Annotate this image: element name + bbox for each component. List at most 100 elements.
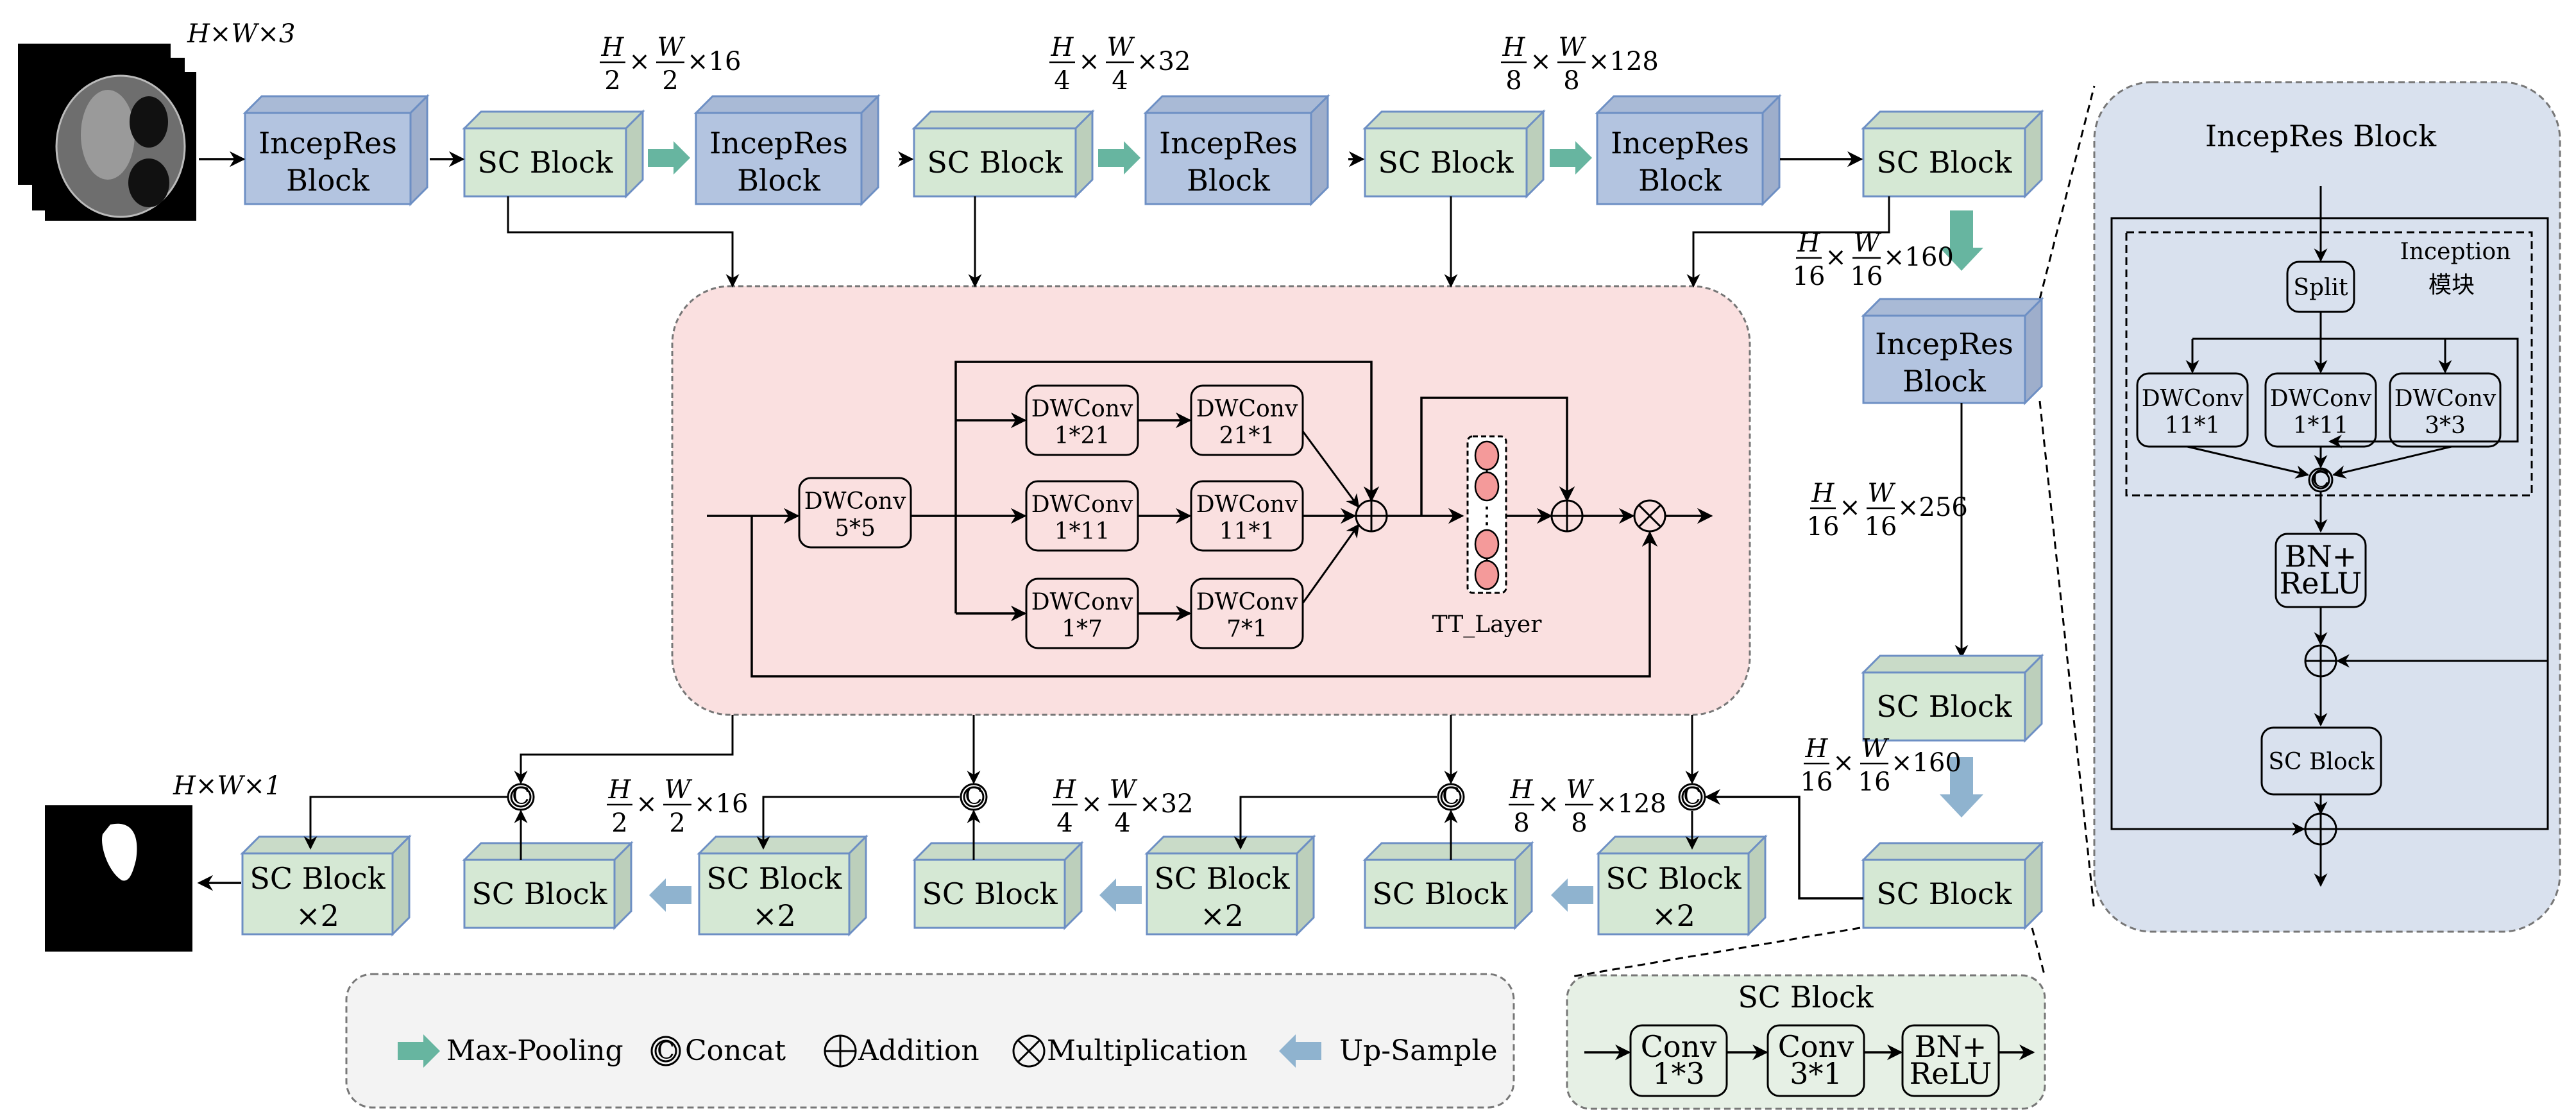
concat-circle-inner [510,786,532,808]
block-front-face [913,127,1077,198]
block-label-line2: ×2 [1652,898,1695,933]
tt-skip [1420,397,1575,516]
block-label-line2: Block [286,163,370,198]
upsample-arrow-4 [1551,878,1593,912]
bn-relu-box-label2: ReLU [2280,566,2362,601]
branch-1-conv-a-label2: 1*21 [1055,423,1110,449]
legend-maxpool-label: Max-Pooling [446,1034,623,1067]
dim-channels: ×160 [1883,243,1954,272]
encoder-block-8: SC Block [1861,109,2044,199]
inception-shortcut [2192,338,2519,449]
attention-module: DWConv5*5DWConv1*21DWConv21*1DWConv1*11D… [707,361,1713,678]
block-top-face [1861,110,2044,130]
concat-inner [2311,470,2330,490]
block-label: SC Block [922,877,1058,911]
block-top-face [1143,95,1330,114]
tt-node-3 [1474,529,1500,560]
block-front-face [1146,852,1298,936]
tt-dots: ⋮ [1475,502,1498,529]
block-top-face [697,835,869,855]
dim-denominator-h: 8 [1505,66,1521,96]
conv1-to-concat [2187,445,2310,479]
dim-denominator-w: 8 [1563,66,1579,96]
tt-node-1 [1474,440,1500,471]
block-front-face [698,852,851,936]
branch-3-conv-b-label2: 7*1 [1226,616,1267,642]
block-front-face [1862,127,2026,198]
block-label: SC Block [1876,689,2012,724]
mult-d2 [1017,1039,1041,1063]
dim-denominator-w: 16 [1865,512,1897,542]
block-front-face [241,852,394,936]
block-top-face [1861,298,2044,317]
sc-block-detail-panel [1566,974,2046,1110]
block-label-line2: Block [737,163,821,198]
block-side-face [391,834,411,937]
concat-glyph: C [512,783,530,810]
dim-denominator-w: 2 [669,808,685,838]
times-sign: × [1530,47,1552,76]
concat-glyph: C [1683,783,1701,810]
inception-conv-1-label1: DWConv [2142,386,2244,412]
block-top-face [693,95,881,114]
decoder-block-3: SC Block×2 [697,834,869,937]
concat-out-1 [303,796,508,850]
conv3-to-concat [2332,445,2452,479]
encoder-block-2: SC Block [462,109,645,199]
skip-line-4 [1686,196,1890,288]
times-sign: × [1833,748,1854,778]
dim-denominator-h: 2 [611,808,627,838]
concat-circle-inner [1681,786,1703,808]
maxpool-arrow-2 [1098,141,1140,175]
inception-conv-3-label2: 3*3 [2425,413,2466,439]
block-front-face [244,112,412,205]
dim-numerator-w: W [1106,33,1135,62]
encoder-dim-3: H8×W8×128 [1501,33,1659,96]
block-top-face [1861,654,2044,674]
maxpool-arrow-2-shape [1098,141,1140,175]
sc-op-2-border [1767,1024,1865,1097]
block-top-face [242,95,430,114]
split-box-label: Split [2293,275,2348,301]
branch-3-conv-a-label2: 1*7 [1062,616,1103,642]
addition-node [1550,499,1584,533]
times-sign: × [629,47,650,76]
dim-numerator-w: W [1558,33,1586,62]
encoder-dim-2: H4×W4×32 [1049,33,1191,96]
block-label-line1: SC Block [1606,861,1741,896]
block-side-face [860,94,879,207]
block-top-face [240,835,412,855]
block-label: SC Block [1378,145,1514,180]
attn-out-1 [514,715,734,785]
inception-module-frame [2125,231,2533,497]
encoder-block-4: SC Block [911,109,1095,199]
sc-op-1-label2: 1*3 [1652,1056,1705,1091]
branch-2-conv-b-label2: 11*1 [1219,518,1275,545]
block-front-face [1862,859,2026,929]
block-label-line1: SC Block [706,861,842,896]
dim-denominator-h: 2 [604,66,620,96]
dim-numerator-w: W [1861,734,1889,764]
concat-inner [654,1039,677,1063]
block-label-line1: IncepRes [709,126,848,160]
addition-node [824,1034,857,1068]
inception-conv-2-label1: DWConv [2270,386,2372,412]
inc-sc-block-box-label: SC Block [2268,749,2375,775]
block-label-line2: ×2 [296,898,339,933]
block-top-face [1362,842,1534,861]
concat-glyph: C [2312,466,2330,493]
block-side-face [1296,834,1315,937]
block-label-line2: ×2 [752,898,796,933]
times-sign: × [636,789,657,819]
output-dimension-label: H×W×1 [173,771,281,801]
dim-denominator-h: 16 [1801,767,1833,797]
branch-1-to-add [1301,431,1360,508]
bn-relu-box-label1: BN+ [2285,539,2357,574]
block-top-face [911,110,1095,130]
block-top-face [912,842,1084,861]
block-side-face [1747,834,1767,937]
dim-channels: ×16 [687,47,741,76]
